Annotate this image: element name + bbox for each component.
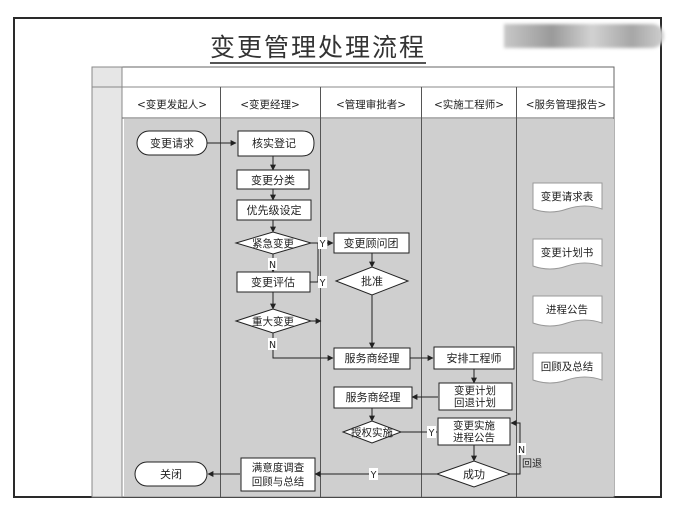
node-survey bbox=[240, 457, 316, 492]
node-implement-line1: 变更实施 bbox=[453, 419, 495, 432]
report-label: 回顾及总结 bbox=[541, 360, 594, 373]
node-plan-line2: 回退计划 bbox=[454, 396, 496, 409]
node-request-label: 变更请求 bbox=[150, 136, 194, 150]
lane-header-engineer: <实施工程师> bbox=[434, 98, 504, 111]
node-register bbox=[237, 130, 315, 157]
node-approve bbox=[334, 266, 410, 296]
node-cab-label: 变更顾问团 bbox=[344, 236, 399, 250]
lane-header-approver: <管理审批者> bbox=[336, 98, 406, 111]
node-authorize bbox=[341, 420, 403, 444]
node-sm2 bbox=[333, 386, 413, 409]
node-classify-label: 变更分类 bbox=[251, 173, 295, 187]
report-label: 变更计划书 bbox=[541, 246, 594, 259]
node-success-label: 成功 bbox=[463, 468, 485, 481]
report-label: 进程公告 bbox=[546, 303, 588, 316]
lane-bg-initiator bbox=[124, 119, 220, 496]
report-doc bbox=[532, 295, 603, 327]
node-classify bbox=[236, 169, 310, 190]
node-survey-line1: 满意度调查 bbox=[252, 461, 305, 474]
label-bg bbox=[268, 338, 277, 350]
node-urgent-label: 紧急变更 bbox=[252, 237, 294, 250]
node-sm1 bbox=[333, 347, 411, 370]
node-approve-label: 批准 bbox=[361, 274, 383, 288]
node-plan bbox=[438, 382, 513, 411]
lane-gutter bbox=[91, 66, 123, 498]
node-close-label: 关闭 bbox=[160, 467, 182, 481]
node-request bbox=[136, 130, 208, 156]
edge-label-success-yes: Y bbox=[370, 470, 377, 481]
report-doc bbox=[532, 238, 603, 270]
node-evaluate bbox=[236, 271, 311, 293]
edge-label-success-no: N bbox=[518, 445, 525, 456]
node-success bbox=[435, 460, 512, 488]
lane-header-report: <服务管理报告> bbox=[526, 98, 607, 111]
edge-label-major-no: N bbox=[269, 340, 276, 351]
label-bg bbox=[318, 276, 327, 288]
edge-label-urgent-yes: Y bbox=[319, 239, 326, 250]
node-register-label: 核实登记 bbox=[252, 136, 296, 150]
node-assign bbox=[433, 346, 515, 370]
label-bg bbox=[369, 468, 378, 480]
node-cab bbox=[333, 232, 410, 254]
node-close bbox=[134, 461, 208, 487]
blurred-watermark bbox=[504, 24, 664, 48]
node-authorize-label: 授权实施 bbox=[351, 426, 393, 439]
label-bg bbox=[517, 443, 526, 455]
node-implement bbox=[437, 417, 511, 446]
edge-label-evaluate-yes: Y bbox=[319, 278, 326, 289]
node-implement-line2: 进程公告 bbox=[453, 431, 495, 444]
node-urgent bbox=[234, 231, 313, 255]
report-doc bbox=[532, 182, 603, 213]
report-label: 变更请求表 bbox=[541, 190, 594, 203]
label-bg bbox=[268, 258, 277, 270]
node-evaluate-label: 变更评估 bbox=[251, 275, 295, 289]
label-bg bbox=[318, 237, 327, 249]
node-survey-line2: 回顾与总结 bbox=[252, 475, 305, 488]
node-assign-label: 安排工程师 bbox=[447, 351, 502, 365]
report-doc bbox=[532, 352, 603, 384]
label-bg bbox=[427, 426, 436, 438]
node-sm2-label: 服务商经理 bbox=[346, 390, 401, 404]
lane-header-manager: <变更经理> bbox=[240, 98, 300, 111]
lane-header-initiator: <变更发起人> bbox=[137, 98, 207, 111]
node-plan-line1: 变更计划 bbox=[454, 384, 496, 397]
edge-label-authorize-yes: Y bbox=[428, 428, 435, 439]
node-priority bbox=[236, 199, 312, 221]
page-title: 变更管理处理流程 bbox=[209, 33, 426, 62]
edge-label-urgent-no: N bbox=[269, 260, 276, 271]
node-priority-label: 优先级设定 bbox=[247, 203, 302, 217]
node-sm1-label: 服务商经理 bbox=[345, 351, 400, 365]
node-major-label: 重大变更 bbox=[252, 315, 294, 328]
edge-label-rollback: 回退 bbox=[522, 458, 542, 470]
node-major bbox=[234, 308, 313, 334]
